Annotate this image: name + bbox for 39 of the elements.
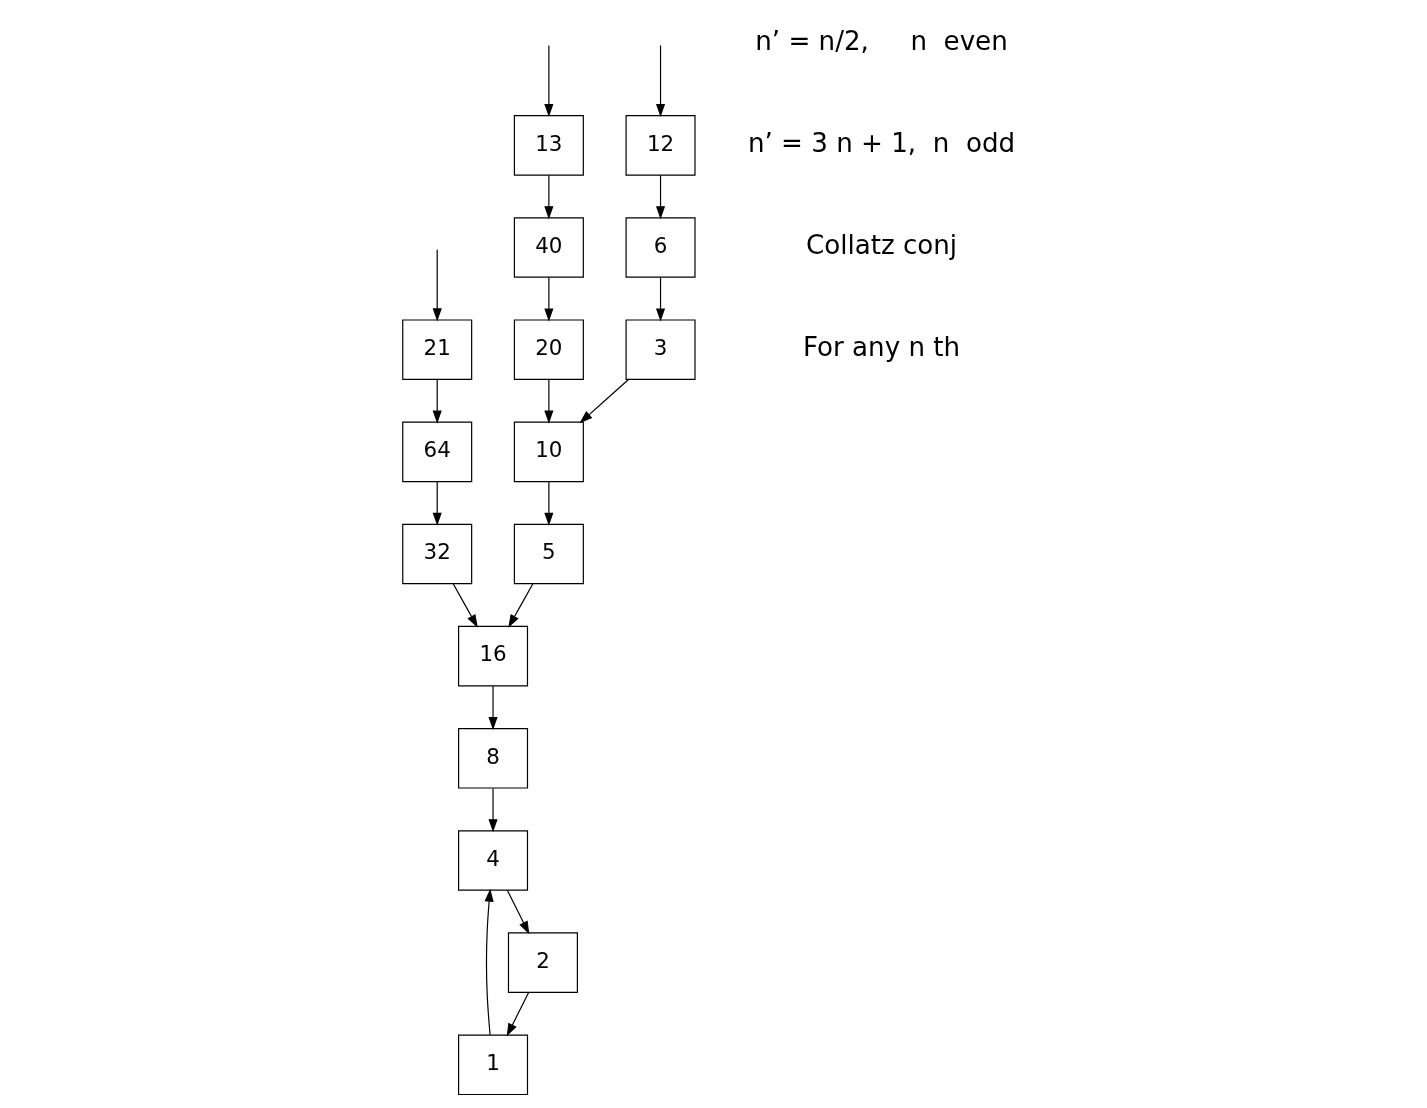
node-box: 20	[513, 319, 584, 380]
arrow	[543, 44, 553, 118]
node-box: 3	[625, 319, 696, 380]
arrow	[432, 249, 442, 322]
node-box: 21	[401, 319, 472, 380]
arrow	[543, 481, 553, 526]
arrow	[579, 378, 629, 424]
node-box: 4	[457, 830, 528, 891]
arrow	[506, 889, 529, 935]
node-box: 16	[457, 625, 528, 687]
node-box: 8	[457, 728, 528, 789]
node-box: 10	[513, 421, 584, 483]
arrow	[543, 174, 553, 220]
node-box: 40	[513, 217, 584, 278]
node-box: 32	[401, 523, 472, 585]
arrow	[655, 174, 665, 220]
node-box: 1	[457, 1034, 528, 1096]
arrow	[487, 685, 498, 731]
arrow	[487, 787, 498, 833]
arrow	[543, 379, 553, 424]
arrow	[484, 888, 494, 1036]
node-box: 5	[513, 523, 584, 585]
arrow	[432, 481, 442, 526]
arrow	[655, 276, 665, 322]
arrow	[507, 583, 533, 628]
label: n’ = 3 n + 1, n odd	[747, 127, 1015, 158]
node-box: 6	[625, 217, 696, 278]
label: n’ = n/2, n even	[754, 25, 1008, 56]
arrow	[452, 583, 478, 628]
arrow	[506, 992, 529, 1037]
node-box: 12	[625, 115, 696, 176]
arrow	[655, 44, 665, 118]
label: Collatz conj	[805, 230, 957, 261]
node-box: 13	[513, 115, 584, 176]
node-box: 64	[401, 421, 472, 483]
arrow	[432, 379, 442, 424]
label: For any n th	[802, 332, 960, 363]
node-box: 2	[507, 932, 578, 993]
arrow	[543, 276, 553, 322]
